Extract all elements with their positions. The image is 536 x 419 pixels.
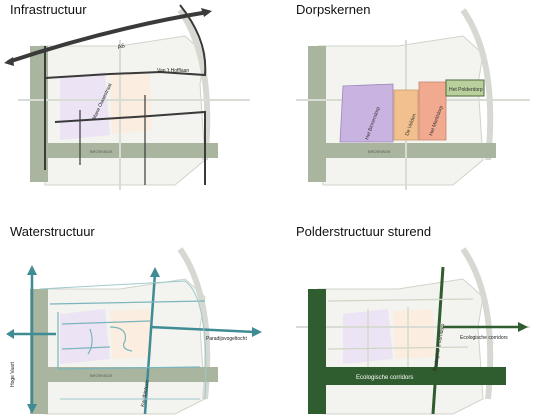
corridor-vertical xyxy=(431,266,445,415)
corridor-south xyxy=(326,367,506,385)
district-marktdorp xyxy=(418,81,447,141)
panel-title: Infrastructuur xyxy=(10,2,87,17)
canal-right-label: Paradijsvogeltocht xyxy=(206,336,247,342)
polder-map: Ecologische corridors Ecologische corrid… xyxy=(296,247,530,415)
arrow-left-cross xyxy=(6,329,14,339)
road-mane-ouwestraat xyxy=(44,46,206,185)
district-binnendorp xyxy=(339,83,394,143)
greenbelt-left xyxy=(30,46,48,182)
base-map xyxy=(296,247,530,415)
water-map: BROEKBOS Hoge Vaart Kwelbiotoch Paradijs… xyxy=(6,247,262,415)
corridor-east-arrow xyxy=(518,322,528,332)
road-internal xyxy=(79,95,146,185)
canal-mid xyxy=(143,272,157,415)
panel-polderstructuur: Polderstructuur sturend Ecologische corr… xyxy=(268,209,536,418)
greenbelt-left xyxy=(308,46,326,182)
villages-map: BROEKBOS Het Binnendorp De Velden Het Ma… xyxy=(296,8,530,190)
ecological-corridors: Ecologische corridors Ecologische corrid… xyxy=(308,266,528,415)
corridor-south-label: Ecologische corridors xyxy=(356,375,413,381)
strip-label: BROEKBOS xyxy=(368,149,391,154)
arrow-right xyxy=(252,327,262,337)
arrow-left-top xyxy=(27,265,37,275)
broekbos-strip xyxy=(48,367,218,382)
broekbos-strip xyxy=(48,143,218,158)
village-districts: Het Binnendorp De Velden Het Marktdorp H… xyxy=(339,79,485,143)
corridor-west xyxy=(308,289,326,414)
panel-title: Waterstructuur xyxy=(10,224,95,239)
base-map: BROEKBOS xyxy=(18,8,250,190)
road-van-t-hofflaan xyxy=(44,4,207,79)
infrastructure-map: BROEKBOS A6 Van 't Hofflaan Mane Ouwestr… xyxy=(4,4,250,190)
panel-waterstructuur: Waterstructuur BROEKBOS Hoge Vaart Kwelb… xyxy=(0,209,268,418)
roads: A6 Van 't Hofflaan Mane Ouwestraat xyxy=(4,4,212,185)
canal-left-label: Hoge Vaart xyxy=(10,361,16,387)
highway-a6 xyxy=(7,10,209,64)
strip-label: BROEKBOS xyxy=(90,373,113,378)
canal-mid-label: Kwelbiotoch xyxy=(140,380,151,408)
water-grid xyxy=(49,300,206,370)
strip-label: BROEKBOS xyxy=(90,149,113,154)
corridor-east-label: Ecologische corridors xyxy=(460,335,508,341)
panel-title: Polderstructuur sturend xyxy=(296,224,432,239)
highway-arrow-left xyxy=(4,57,14,66)
greenbelt-left xyxy=(30,289,48,414)
base-map: BROEKBOS xyxy=(30,247,218,415)
water-outer xyxy=(39,280,207,400)
district-de-velden xyxy=(393,89,419,141)
panel-infrastructuur: Infrastructuur BROEKBOS A6 Van 't Hoffla… xyxy=(0,0,268,209)
broekbos-strip xyxy=(326,143,496,158)
district-polderdorp xyxy=(445,79,485,97)
arrow-left-bottom xyxy=(27,404,37,414)
district-polderdorp-label: Het Polderdorp xyxy=(449,87,483,93)
highway-arrow-right xyxy=(201,8,212,17)
road-north-label: Van 't Hofflaan xyxy=(157,68,189,74)
water-network: Hoge Vaart Kwelbiotoch Paradijsvogeltoch… xyxy=(6,265,262,415)
panel-title: Dorpskernen xyxy=(296,2,371,17)
arrow-mid-top xyxy=(150,267,160,277)
highway-label: A6 xyxy=(117,43,126,51)
polder-grid xyxy=(327,298,474,367)
canal-right xyxy=(149,325,256,334)
panel-dorpskernen: Dorpskernen BROEKBOS Het Binnendorp De V… xyxy=(268,0,536,209)
